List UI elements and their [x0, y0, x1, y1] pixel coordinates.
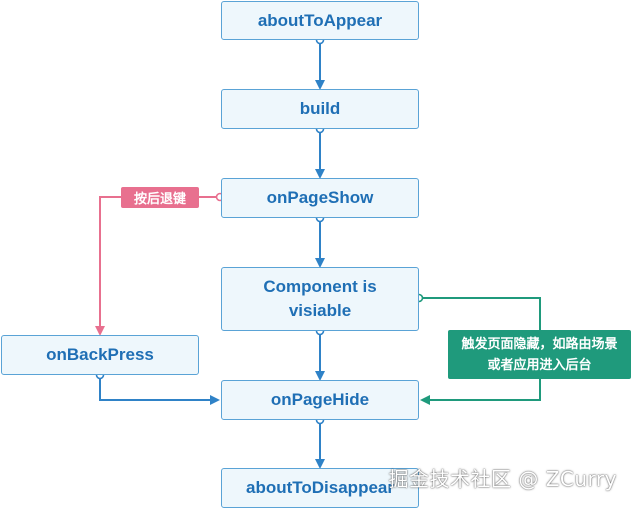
- edge-pageshow-to-backpress: [95, 196, 220, 336]
- node-about-to-appear: aboutToAppear: [221, 1, 419, 40]
- node-on-back-press: onBackPress: [1, 335, 199, 375]
- node-about-to-disappear: aboutToDisappear: [221, 468, 419, 508]
- node-on-page-hide: onPageHide: [221, 380, 419, 420]
- node-about-to-disappear-label: aboutToDisappear: [246, 478, 394, 497]
- watermark-text: 掘金技术社区 @ ZCurry: [388, 467, 617, 491]
- back-key-label: 按后退键: [121, 187, 199, 208]
- hide-trigger-label: 触发页面隐藏，如路由场景 或者应用进入后台: [448, 330, 631, 379]
- edge-backpress-to-pagehide: [99, 375, 220, 405]
- node-about-to-appear-label: aboutToAppear: [257, 10, 383, 30]
- node-on-page-show: onPageShow: [221, 178, 419, 218]
- node-component-visible-line2: visiable: [288, 301, 352, 320]
- node-on-back-press-label: onBackPress: [46, 345, 154, 364]
- node-build: build: [221, 89, 419, 129]
- hide-trigger-line2: 或者应用进入后台: [487, 357, 592, 373]
- node-on-page-show-label: onPageShow: [266, 188, 374, 207]
- node-on-page-hide-label: onPageHide: [270, 390, 370, 409]
- node-component-visible-line1: Component is: [263, 277, 377, 296]
- hide-trigger-line1: 触发页面隐藏，如路由场景: [461, 336, 618, 352]
- back-key-label-text: 按后退键: [133, 192, 186, 207]
- node-component-visible: Component is visiable: [221, 267, 419, 331]
- node-build-label: build: [299, 99, 341, 118]
